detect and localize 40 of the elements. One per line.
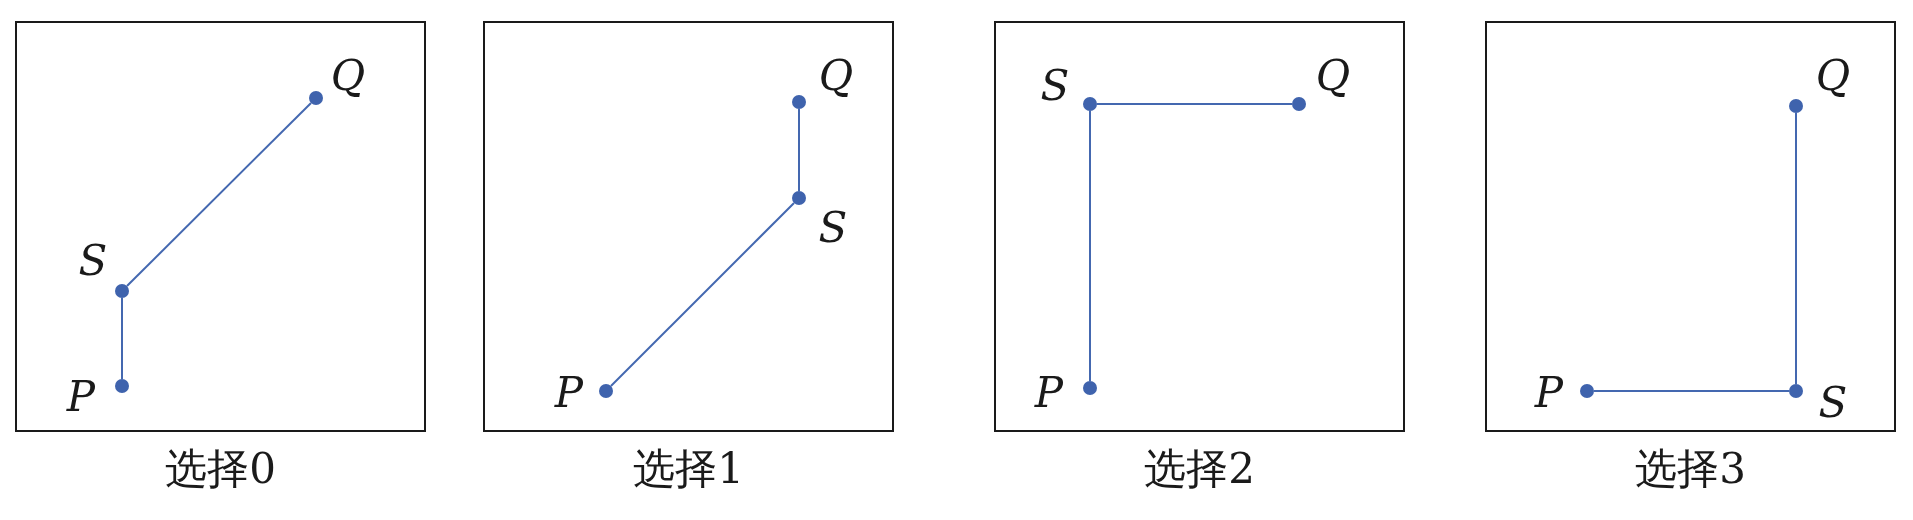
connecting-line <box>121 297 123 380</box>
connecting-line <box>125 101 313 288</box>
option-caption: 选择3 <box>1634 444 1747 495</box>
panel-frame <box>483 21 894 432</box>
point-dot <box>309 91 323 105</box>
option-caption: 选择1 <box>632 444 745 495</box>
connecting-line <box>1096 103 1293 105</box>
point-dot <box>1083 381 1097 395</box>
point-label: Q <box>1315 55 1351 97</box>
point-dot <box>1789 384 1803 398</box>
connecting-line <box>798 108 800 192</box>
panel-frame <box>1485 21 1896 432</box>
point-label: S <box>818 207 848 249</box>
point-dot <box>1292 97 1306 111</box>
connecting-line <box>1593 390 1790 392</box>
point-dot <box>1580 384 1594 398</box>
point-label: Q <box>818 55 854 97</box>
point-label: S <box>1040 65 1070 107</box>
point-dot <box>792 95 806 109</box>
point-label: P <box>66 376 96 418</box>
point-label: Q <box>330 55 366 97</box>
point-label: P <box>1534 372 1564 414</box>
point-label: P <box>1034 372 1064 414</box>
option-caption: 选择2 <box>1143 444 1256 495</box>
point-dot <box>115 284 129 298</box>
point-label: P <box>554 372 584 414</box>
panel-frame <box>15 21 426 432</box>
point-dot <box>115 379 129 393</box>
panel-frame <box>994 21 1405 432</box>
connecting-line <box>609 201 796 388</box>
connecting-line <box>1795 112 1797 385</box>
point-label: S <box>1818 382 1848 424</box>
point-dot <box>1789 99 1803 113</box>
point-label: Q <box>1815 55 1851 97</box>
point-label: S <box>78 240 108 282</box>
point-dot <box>792 191 806 205</box>
connecting-line <box>1089 110 1091 382</box>
point-dot <box>1083 97 1097 111</box>
point-dot <box>599 384 613 398</box>
option-caption: 选择0 <box>164 444 277 495</box>
